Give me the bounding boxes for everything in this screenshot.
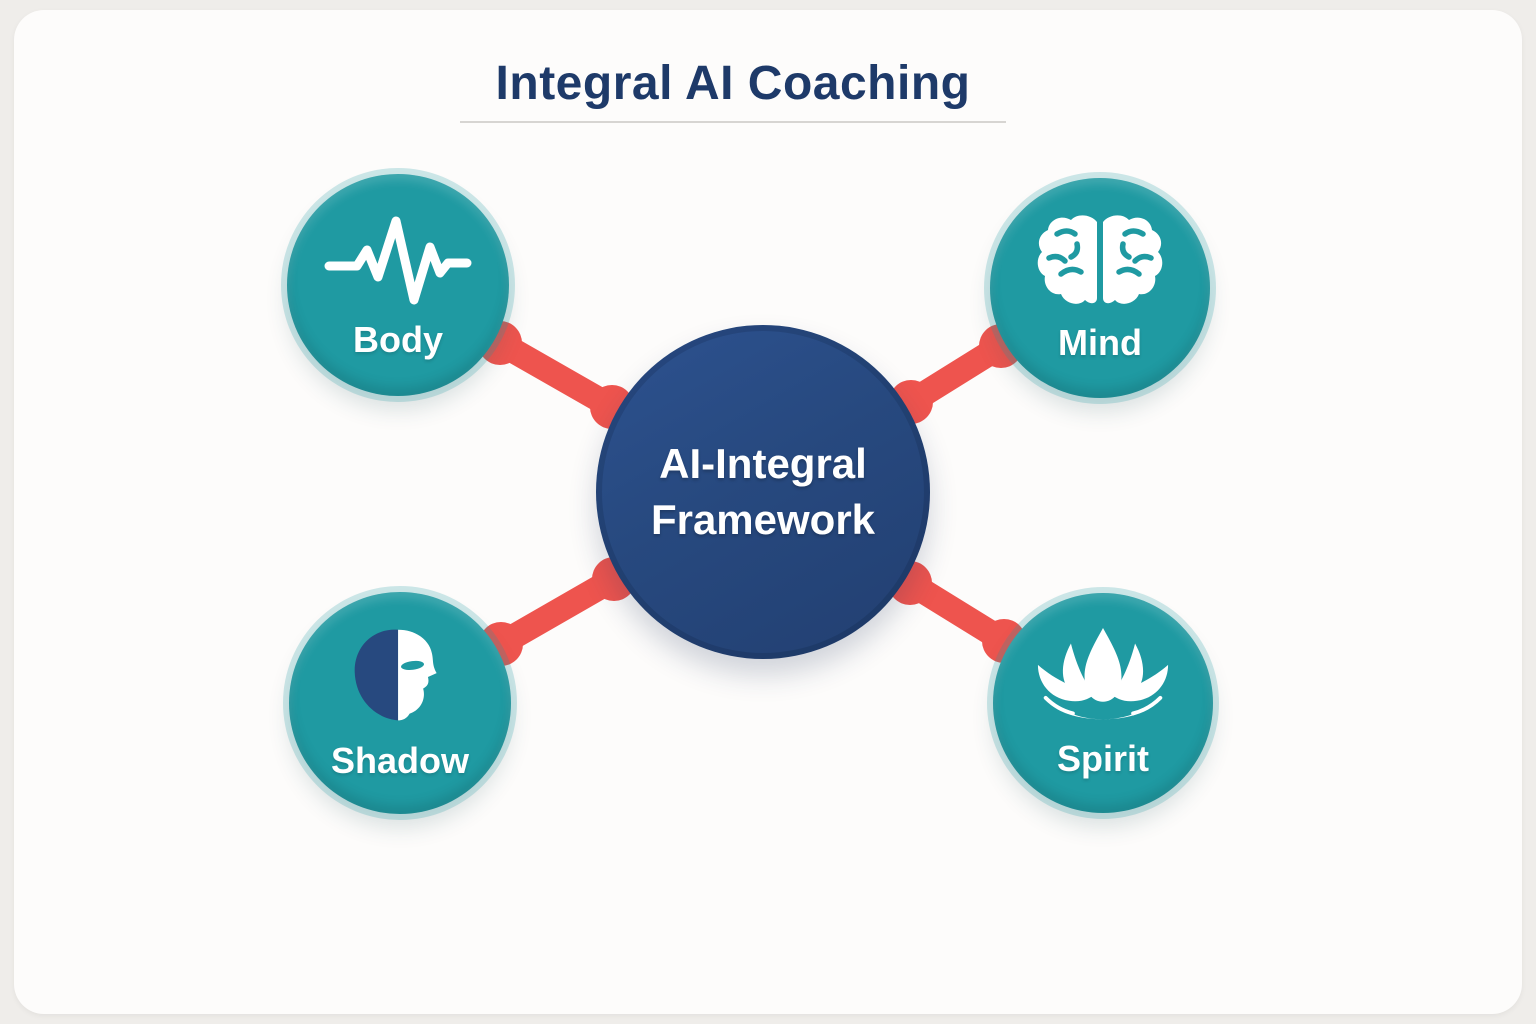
node-mind[interactable]: Mind: [990, 178, 1210, 398]
node-spirit[interactable]: Spirit: [993, 593, 1213, 813]
node-center-framework[interactable]: AI-Integral Framework: [596, 325, 930, 659]
connector-spirit-center: [888, 561, 1026, 663]
center-label-line1: AI-Integral: [659, 440, 867, 488]
node-label-spirit: Spirit: [1056, 738, 1149, 779]
brain-icon: [1035, 212, 1165, 312]
node-shadow[interactable]: Shadow: [289, 592, 511, 814]
center-label-line2: Framework: [650, 496, 876, 543]
face-mask-icon: [342, 624, 458, 730]
lotus-icon: [1028, 626, 1178, 728]
connector-body-center: [478, 321, 634, 429]
node-label-body: Body: [353, 319, 443, 360]
heartbeat-pulse-icon: [322, 209, 474, 309]
header: Integral AI Coaching: [0, 56, 1466, 123]
connector-shadow-center: [479, 557, 636, 666]
title-underline: [460, 121, 1006, 123]
node-label-mind: Mind: [1058, 322, 1142, 363]
node-label-shadow: Shadow: [330, 740, 469, 781]
node-body[interactable]: Body: [287, 174, 509, 396]
page-title: Integral AI Coaching: [495, 57, 971, 110]
